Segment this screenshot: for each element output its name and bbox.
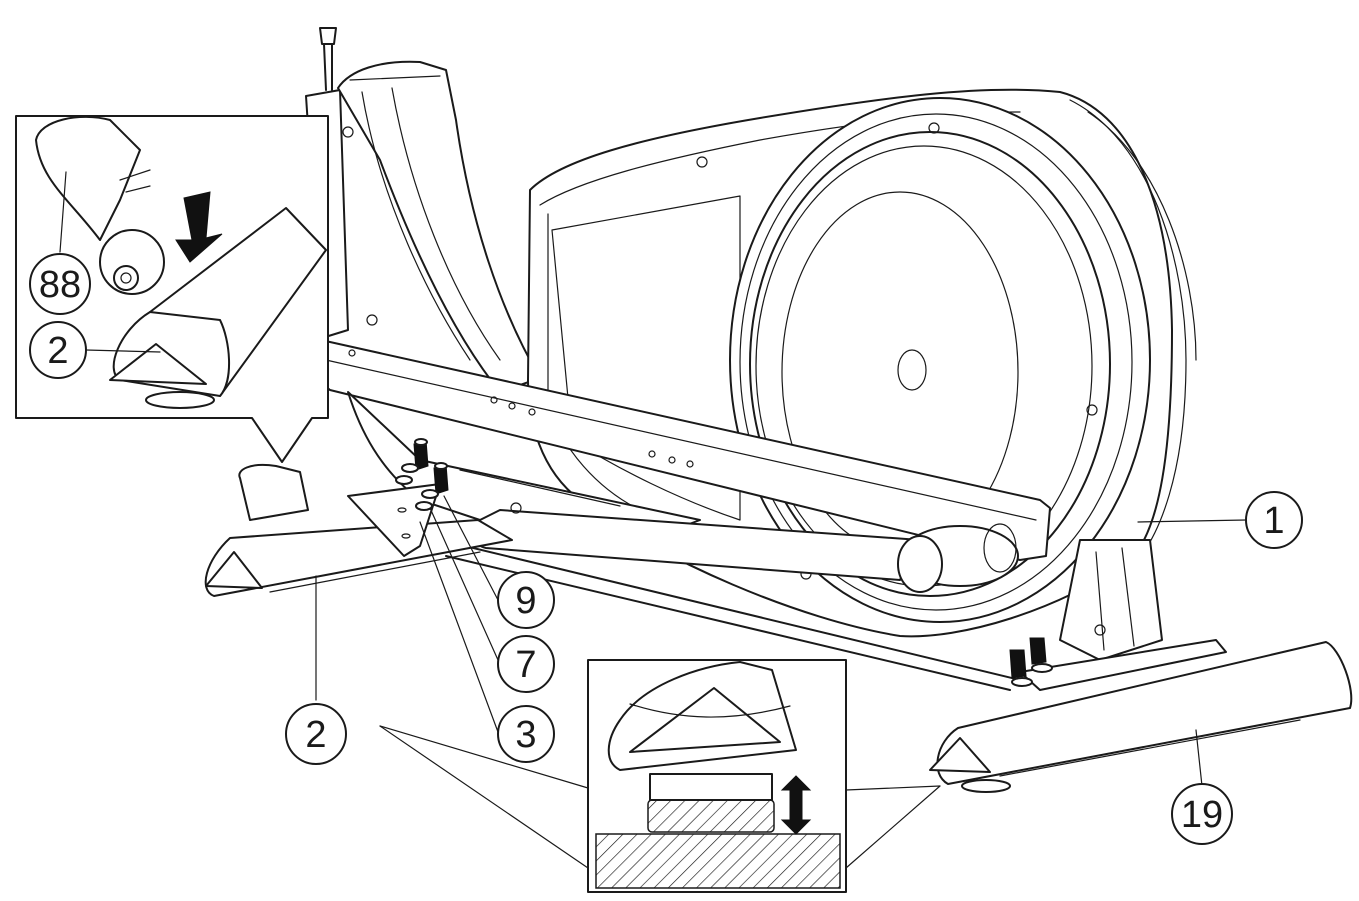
upright-post [305, 27, 541, 393]
elliptical-machine [204, 27, 1353, 793]
rear-bolts [1009, 637, 1053, 687]
detail-inset-end-cap [15, 115, 329, 463]
front-fasteners [395, 438, 449, 539]
callout-label-9: 9 [515, 580, 536, 622]
leader-lines [59, 171, 1247, 787]
main-frame-rail [317, 339, 1051, 593]
callout-1: 1 [1245, 491, 1303, 549]
callout-label-7: 7 [515, 644, 536, 686]
callout-2-front: 2 [285, 703, 347, 765]
detail-inset-levelling-foot [379, 659, 941, 893]
callout-19: 19 [1171, 783, 1233, 845]
callout-3: 3 [497, 705, 555, 763]
callout-2-inset: 2 [29, 321, 87, 379]
callout-9: 9 [497, 571, 555, 629]
callout-label-2-front: 2 [305, 714, 326, 756]
callout-label-2-inset: 2 [47, 330, 68, 372]
rear-stabilizer [929, 641, 1353, 793]
callout-label-19: 19 [1181, 794, 1223, 836]
callout-88: 88 [29, 253, 91, 315]
callout-label-88: 88 [39, 264, 81, 306]
front-stabilizer [204, 464, 513, 597]
callout-7: 7 [497, 635, 555, 693]
rear-support [1019, 539, 1227, 691]
callout-label-3: 3 [515, 714, 536, 756]
callout-label-1: 1 [1263, 500, 1284, 542]
